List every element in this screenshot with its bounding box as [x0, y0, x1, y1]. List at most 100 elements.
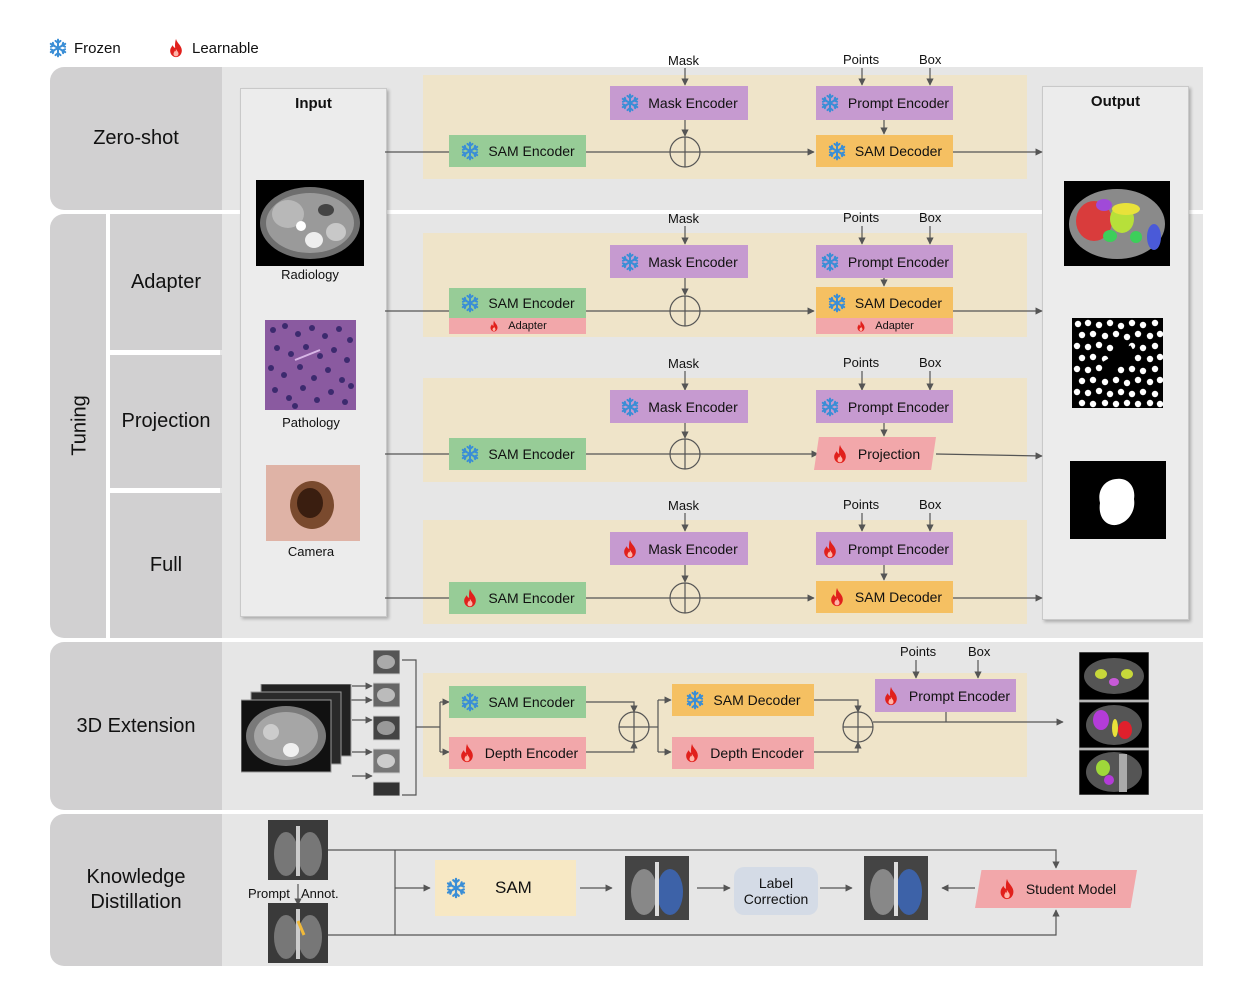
flame-icon	[457, 743, 477, 763]
zero-shot-prompt-encoder: Prompt Encoder	[816, 86, 953, 120]
adapter-encoder-adapter-label: Adapter	[508, 320, 547, 332]
camera-image	[266, 465, 360, 541]
projection-prompt-encoder: Prompt Encoder	[816, 390, 953, 423]
section-tuning	[50, 214, 106, 638]
projection-box-text: Box	[919, 355, 942, 370]
full-sam-decoder-label: SAM Decoder	[854, 589, 943, 605]
snowflake-icon	[460, 692, 480, 712]
zero-shot-points-text: Points	[843, 52, 880, 67]
subsection-full-label: Full	[149, 554, 183, 576]
snowflake-icon	[820, 252, 840, 272]
zero-shot-sam-encoder-label: SAM Encoder	[488, 143, 575, 159]
flame-icon	[820, 539, 840, 559]
section-knowledge-distillation: Knowledge Distillation	[50, 814, 222, 966]
adapter-mask-text: Mask	[668, 211, 700, 226]
adapter-points-text: Points	[843, 210, 880, 225]
zero-shot-prompt-encoder-label: Prompt Encoder	[847, 95, 950, 111]
zero-shot-mask-encoder-label: Mask Encoder	[648, 95, 738, 111]
output-radiology-segmentation	[1064, 181, 1170, 266]
section-kd-label-line2: Distillation	[90, 891, 182, 913]
extension-3d-sam-encoder: SAM Encoder	[449, 686, 586, 718]
extension-3d-depth-encoder-1: Depth Encoder	[449, 737, 586, 769]
legend-frozen-label: Frozen	[74, 39, 121, 57]
ct-slice-thumbnails	[373, 650, 400, 796]
kd-annot-text: Annot.	[301, 886, 339, 901]
kd-sam-prediction-image	[625, 856, 689, 920]
adapter-prompt-encoder-label: Prompt Encoder	[847, 253, 950, 270]
adapter-sam-decoder: SAM Decoder	[816, 287, 953, 318]
adapter-box-text: Box	[919, 210, 942, 225]
projection-layer: Projection	[814, 437, 936, 470]
extension-3d-prompt-encoder-label: Prompt Encoder	[908, 687, 1011, 704]
output-3d-views	[1079, 652, 1149, 795]
radiology-image	[256, 180, 364, 266]
subsection-full: Full	[110, 493, 222, 638]
adapter-sam-encoder-label: SAM Encoder	[488, 295, 575, 311]
adapter-decoder-adapter: Adapter	[816, 318, 953, 334]
kd-label-correction-line2: Correction	[743, 891, 809, 907]
extension-3d-prompt-encoder: Prompt Encoder	[875, 679, 1016, 712]
snowflake-icon	[827, 293, 847, 313]
kd-student-model: Student Model	[975, 870, 1137, 908]
zero-shot-sam-decoder: SAM Decoder	[816, 135, 953, 167]
flame-icon	[827, 587, 847, 607]
projection-mask-encoder-label: Mask Encoder	[648, 398, 738, 415]
snowflake-icon	[445, 877, 467, 899]
camera-label: Camera	[287, 544, 335, 559]
kd-label-correction: Label Correction	[734, 867, 818, 915]
adapter-sam-encoder: SAM Encoder	[449, 288, 586, 318]
ct-volume-stack	[241, 684, 352, 773]
section-zero-shot-label: Zero-shot	[93, 127, 179, 149]
kd-student-model-label: Student Model	[1025, 881, 1117, 897]
extension-3d-depth-encoder-2-label: Depth Encoder	[710, 745, 804, 761]
projection-mask-text: Mask	[668, 356, 700, 371]
section-3d-extension-label: 3D Extension	[76, 714, 196, 737]
projection-prompt-encoder-label: Prompt Encoder	[847, 398, 950, 415]
pathology-image	[265, 320, 356, 410]
flame-icon	[855, 320, 867, 332]
kd-sam-model: SAM	[435, 860, 576, 916]
projection-sam-encoder-label: SAM Encoder	[488, 446, 575, 462]
flame-icon	[620, 539, 640, 559]
snowflake-icon	[620, 397, 640, 417]
adapter-prompt-encoder: Prompt Encoder	[816, 245, 953, 278]
snowflake-icon	[48, 38, 68, 58]
kd-sam-label: SAM	[495, 878, 532, 897]
extension-3d-sam-decoder: SAM Decoder	[672, 684, 814, 716]
section-zero-shot: Zero-shot	[50, 67, 222, 210]
snowflake-icon	[820, 93, 840, 113]
adapter-mask-encoder: Mask Encoder	[610, 245, 748, 278]
flame-icon	[460, 588, 480, 608]
snowflake-icon	[460, 293, 480, 313]
full-sam-decoder: SAM Decoder	[816, 581, 953, 613]
projection-mask-encoder: Mask Encoder	[610, 390, 748, 423]
full-mask-text: Mask	[668, 498, 700, 513]
kd-xray-prompt-image	[268, 820, 328, 880]
kd-label-correction-line1: Label	[758, 875, 794, 891]
zero-shot-mask-text: Mask	[668, 53, 700, 68]
legend-frozen: Frozen	[48, 38, 121, 58]
section-3d-extension: 3D Extension	[50, 642, 222, 810]
full-box-text: Box	[919, 497, 942, 512]
full-mask-encoder: Mask Encoder	[610, 532, 748, 565]
flame-icon	[488, 320, 500, 332]
projection-layer-label: Projection	[857, 445, 921, 462]
extension-3d-depth-encoder-2: Depth Encoder	[672, 737, 814, 769]
full-prompt-encoder-label: Prompt Encoder	[847, 540, 950, 557]
full-sam-encoder: SAM Encoder	[449, 582, 586, 614]
subsection-projection-label: Projection	[121, 410, 211, 432]
full-sam-encoder-label: SAM Encoder	[488, 590, 575, 606]
section-tuning-label: Tuning	[68, 395, 91, 456]
section-kd-label-line1: Knowledge	[86, 866, 186, 888]
adapter-mask-encoder-label: Mask Encoder	[648, 253, 738, 270]
flame-icon	[166, 38, 186, 58]
legend-learnable: Learnable	[166, 38, 259, 58]
kd-prompt-text: Prompt	[248, 886, 290, 901]
snowflake-icon	[460, 141, 480, 161]
kd-corrected-label-image	[864, 856, 928, 920]
subsection-adapter: Adapter	[110, 214, 222, 350]
kd-xray-annotated-image	[268, 903, 328, 963]
full-prompt-encoder: Prompt Encoder	[816, 532, 953, 565]
adapter-encoder-adapter: Adapter	[449, 318, 586, 334]
subsection-adapter-label: Adapter	[130, 270, 202, 293]
